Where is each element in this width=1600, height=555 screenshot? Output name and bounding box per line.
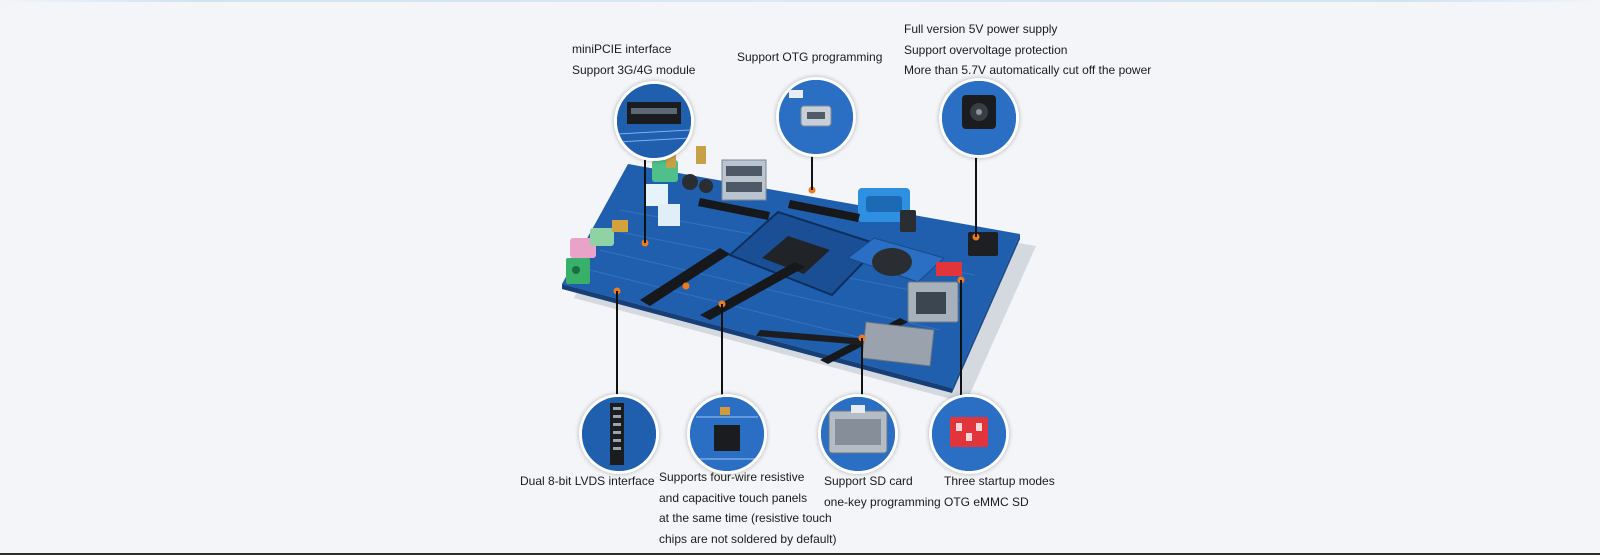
callout-line: Dual 8-bit LVDS interface [520, 474, 655, 488]
callout-sdcard: Support SD card one-key programming [824, 471, 941, 512]
top-accent-bar [0, 0, 1600, 2]
callout-minipcie: miniPCIE interface Support 3G/4G module [572, 39, 695, 80]
callout-line: Full version 5V power supply [904, 22, 1058, 36]
dip-switch [936, 262, 962, 276]
dip-switch-closeup-icon [929, 394, 1009, 474]
callout-line: Support overvoltage protection [904, 42, 1068, 57]
dc-jack [968, 232, 998, 256]
lvds-connector-closeup-icon [579, 394, 659, 474]
callout-line: OTG eMMC SD [944, 494, 1029, 509]
audio-jack-green [590, 228, 614, 246]
callout-power: Full version 5V power supply Support ove… [904, 19, 1151, 81]
touch-chip-closeup-icon [687, 394, 767, 474]
callout-line: Support SD card [824, 474, 913, 488]
callout-line: and capacitive touch panels [659, 490, 808, 505]
callout-line: one-key programming [824, 494, 941, 509]
minipcie-closeup-icon [614, 81, 694, 161]
callout-lvds: Dual 8-bit LVDS interface [520, 471, 655, 492]
callout-line: miniPCIE interface [572, 42, 672, 56]
callout-line: Support OTG programming [737, 50, 883, 64]
callout-line: chips are not soldered by default) [659, 531, 837, 546]
callout-line: Supports four-wire resistive [659, 470, 805, 484]
callout-line: Three startup modes [944, 474, 1055, 488]
callout-otg: Support OTG programming [737, 47, 882, 68]
dc-jack-closeup-icon [939, 78, 1019, 158]
callout-startup: Three startup modes OTG eMMC SD [944, 471, 1055, 512]
callout-line: Support 3G/4G module [572, 62, 696, 77]
callout-touch: Supports four-wire resistive and capacit… [659, 467, 836, 549]
callout-line: at the same time (resistive touch [659, 511, 832, 525]
pin-header [700, 262, 805, 320]
marker-dot [682, 282, 690, 290]
callout-line: More than 5.7V automatically cut off the… [904, 63, 1152, 77]
pin-header [640, 248, 730, 306]
micro-usb-closeup-icon [776, 77, 856, 157]
coin-battery [872, 248, 912, 276]
sd-slot-closeup-icon [818, 394, 898, 474]
sd-card-slot [861, 321, 935, 367]
bottom-divider [0, 553, 1600, 555]
audio-jack-pink [570, 238, 596, 258]
cpu-chip [762, 236, 830, 274]
